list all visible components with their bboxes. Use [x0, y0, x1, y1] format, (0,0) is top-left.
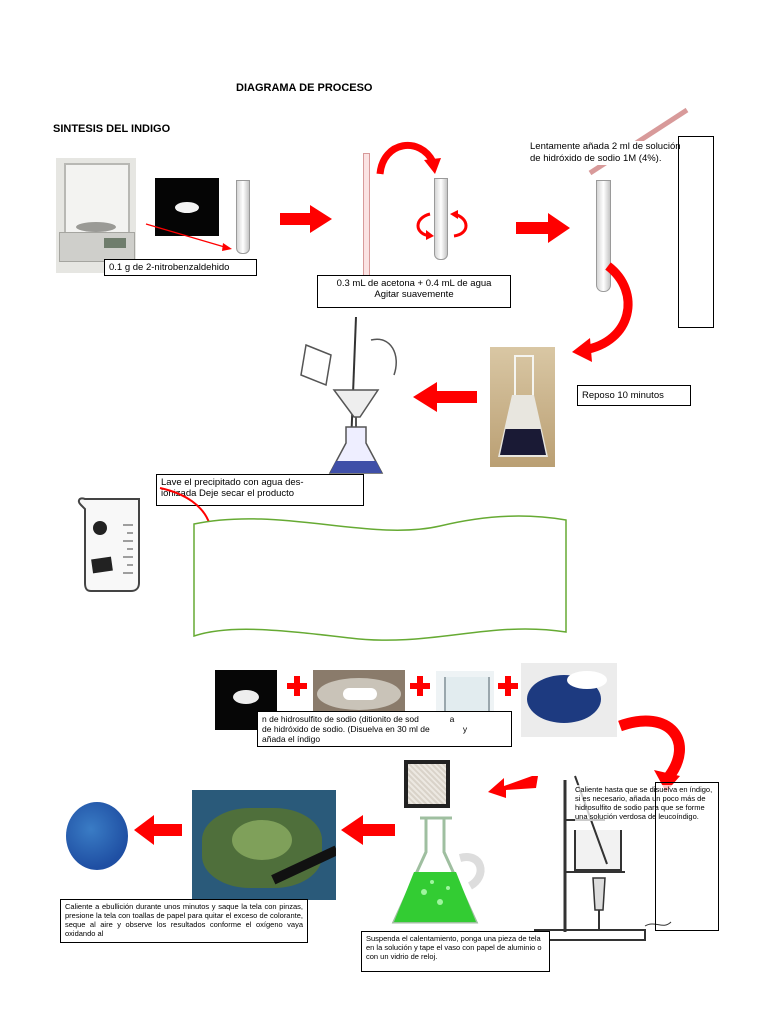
label-dithionite-row1: n de hidrosulfito de sodio (ditionito de…	[262, 714, 507, 724]
beaker-drawing	[77, 497, 140, 592]
plus-icon	[498, 676, 518, 696]
test-tube-mixing	[434, 178, 448, 260]
label-mix: 0.3 mL de acetona + 0.4 mL de agua Agita…	[317, 275, 511, 308]
label-wash-line2: ionizada Deje secar el producto	[161, 488, 295, 499]
label-dithionite-line1-end: a	[449, 714, 455, 724]
label-dithionite-line2-end: y	[462, 724, 468, 734]
green-flask-drawing	[391, 816, 485, 924]
section-title: SINTESIS DEL INDIGO	[53, 123, 171, 135]
plus-icon	[410, 676, 430, 696]
label-suspend: Suspenda el calentamiento, ponga una pie…	[361, 931, 550, 972]
label-rest: Reposo 10 minutos	[577, 385, 691, 406]
blue-fabric-photo	[66, 802, 128, 870]
empty-box	[678, 136, 714, 328]
label-dithionite-line3: añada el índigo	[262, 734, 321, 744]
scroll-banner	[193, 515, 567, 641]
label-wash-line1: Lave el precipitado con agua des-	[161, 477, 304, 488]
pipette	[363, 153, 370, 277]
arrow-left-icon	[413, 382, 477, 412]
plus-icon	[287, 676, 307, 696]
arrow-right-icon	[516, 213, 570, 243]
curved-arrow-icon	[376, 141, 441, 175]
curved-arrow-down-icon	[572, 262, 633, 362]
label-wash: Lave el precipitado con agua des- ioniza…	[156, 474, 364, 506]
cloth-photo	[404, 760, 450, 808]
label-mix-line1: 0.3 mL de acetona + 0.4 mL de agua	[336, 278, 492, 289]
label-weigh: 0.1 g de 2-nitrobenzaldehido	[104, 259, 257, 276]
erlenmeyer-photo	[490, 347, 555, 467]
label-dithionite-line2: de hidróxido de sodio. (Disuelva en 30 m…	[262, 724, 430, 734]
curved-arrow-down-icon	[618, 715, 685, 792]
page-title: DIAGRAMA DE PROCESO	[236, 82, 373, 94]
arrow-left-icon	[341, 815, 395, 845]
label-naoh-line1: Lentamente añada 2 ml de solución	[530, 141, 681, 152]
label-boil: Caliente a ebullición durante unos minut…	[60, 899, 308, 943]
analytical-balance-image	[56, 158, 136, 273]
label-dithionite-row2: de hidróxido de sodio. (Disuelva en 30 m…	[262, 724, 507, 734]
label-dithionite: n de hidrosulfito de sodio (ditionito de…	[257, 711, 512, 747]
indigo-powder-photo	[521, 663, 617, 737]
label-naoh: Lentamente añada 2 ml de solución de hid…	[530, 141, 681, 165]
empty-box	[655, 782, 719, 931]
sample-photo-2	[215, 670, 277, 730]
label-naoh-line2: de hidróxido de sodio 1M (4%).	[530, 153, 662, 164]
label-dithionite-line1: n de hidrosulfito de sodio (ditionito de…	[262, 714, 419, 724]
arrow-left-icon	[488, 776, 538, 798]
dye-bath-photo	[192, 790, 336, 900]
filtration-drawing	[300, 316, 397, 474]
label-mix-line2: Agitar suavemente	[374, 289, 454, 300]
arrow-right-icon	[280, 205, 332, 233]
label-heat: Caliente hasta que se disuelva en índigo…	[575, 785, 715, 821]
pellets-photo	[313, 670, 405, 715]
rotation-icon	[416, 210, 468, 240]
arrow-left-icon	[134, 815, 182, 845]
heating-stand-drawing	[534, 775, 672, 941]
test-tube	[236, 180, 250, 254]
test-tube-naoh	[596, 180, 611, 292]
sample-photo	[155, 178, 219, 236]
